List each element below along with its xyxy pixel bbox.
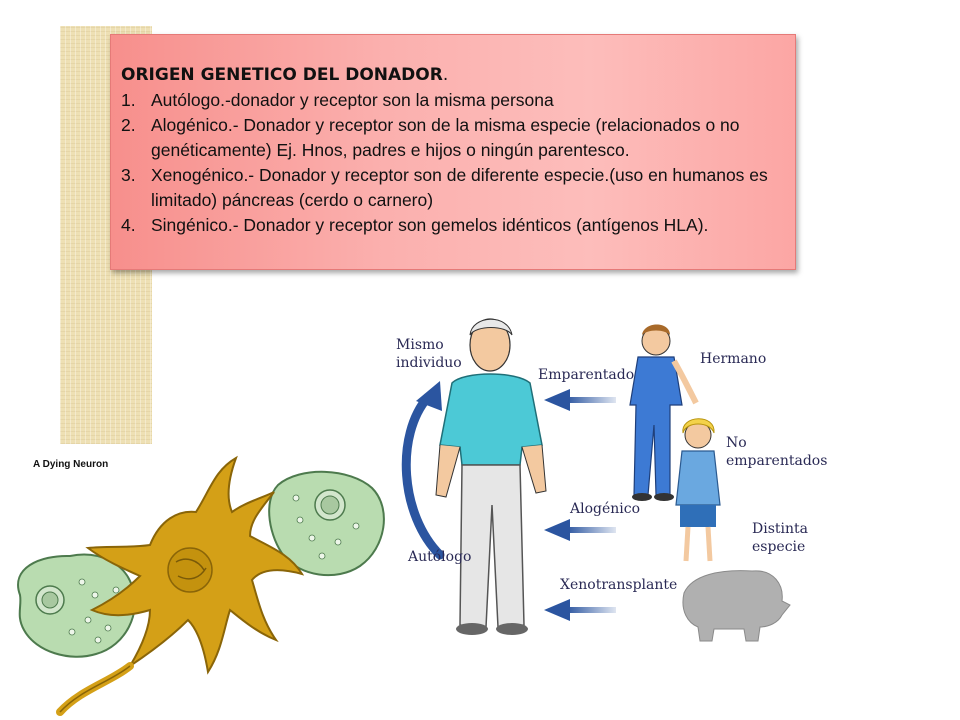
list-item: 2.Alogénico.- Donador y receptor son de … xyxy=(121,115,740,160)
autologous-arrow xyxy=(401,381,445,560)
neuron-caption: A Dying Neuron xyxy=(33,459,109,470)
label-autologous: Autólogo xyxy=(407,549,471,565)
label-species-1: Distinta xyxy=(752,521,808,537)
label-related: Emparentado xyxy=(538,367,634,383)
donor-type-diagram: Mismo individuo Emparentado Hermano No e… xyxy=(396,318,827,642)
label-brother: Hermano xyxy=(700,351,766,367)
brother-figure xyxy=(629,324,699,501)
pig-figure xyxy=(682,570,791,642)
girl-figure xyxy=(675,418,721,562)
neuron-body xyxy=(56,455,305,716)
dying-neuron-illustration xyxy=(17,455,385,716)
label-unrelated-1: No xyxy=(726,435,747,451)
label-xeno: Xenotransplante xyxy=(560,577,677,593)
list-item: 1.Autólogo.-donador y receptor son la mi… xyxy=(121,90,554,110)
patient-figure xyxy=(435,318,547,635)
label-allogeneic: Alogénico xyxy=(569,501,640,517)
donor-origin-box: ORIGEN GENETICO DEL DONADOR. 1.Autólogo.… xyxy=(110,34,796,270)
list-item: 4.Singénico.- Donador y receptor son gem… xyxy=(121,215,709,235)
allogeneic-arrow xyxy=(544,519,616,541)
label-same-individual-1: Mismo xyxy=(396,337,444,353)
box-title: ORIGEN GENETICO DEL DONADOR. xyxy=(121,65,449,85)
related-arrow xyxy=(544,389,616,411)
label-same-individual-2: individuo xyxy=(396,355,462,371)
xeno-arrow xyxy=(544,599,616,621)
list-item: 3.Xenogénico.- Donador y receptor son de… xyxy=(121,165,768,210)
label-unrelated-2: emparentados xyxy=(726,453,827,469)
label-species-2: especie xyxy=(752,539,805,555)
origin-list: 1.Autólogo.-donador y receptor son la mi… xyxy=(121,88,787,238)
cell-right xyxy=(268,470,385,577)
